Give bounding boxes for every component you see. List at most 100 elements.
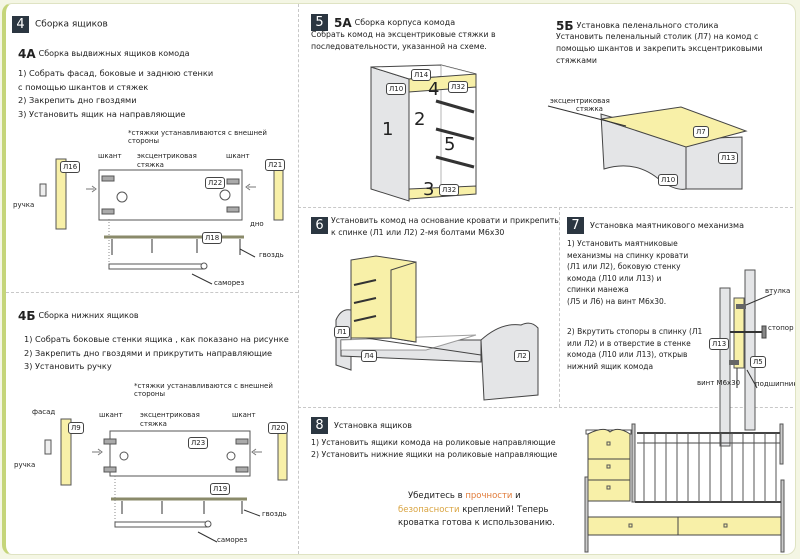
footnote: *стяжки устанавливаются с внешней сторон… [128, 129, 267, 145]
part-label: Л14 [411, 69, 432, 81]
label-dowel: шкант [232, 411, 256, 419]
step-badge: 4 [12, 16, 29, 33]
part-label: Л16 [60, 161, 81, 173]
text-line: (Л5 и Л6) на винт М6х30. [567, 296, 667, 306]
step-text: 3) Установить ручку [24, 361, 112, 371]
label-cam: эксцентриковая [140, 411, 200, 419]
text-line: или Л2) и в отверстие в стенке [567, 338, 691, 348]
part-label: Л4 [361, 350, 377, 362]
part-label: Л21 [265, 159, 286, 171]
text-fragment: Убедитесь в [408, 491, 466, 501]
part-label: Л18 [202, 232, 223, 244]
section-6: 6 Установить комод на основание кровати … [306, 210, 559, 406]
text-line: стяжками [556, 56, 597, 65]
label-handle: ручка [14, 461, 36, 469]
text-line: механизмы на спинку кровати [567, 250, 689, 260]
changing-table-diagram [547, 105, 748, 190]
text-line: комода (Л10 или Л13), открыв [567, 350, 688, 359]
step-badge: 6 [311, 217, 328, 234]
label-bottom: дно [250, 220, 264, 228]
section-8: 8 Установка ящиков 1) Установить ящики ко… [306, 410, 566, 554]
instruction-text: Собрать комод на эксцентриковые стяжки в… [311, 29, 496, 53]
subsection-title: Сборка корпуса комода [354, 18, 456, 27]
subsection-title: Сборка нижних ящиков [38, 311, 139, 320]
final-note: Убедитесь в прочности и безопасности кре… [398, 490, 555, 531]
subsection-number: 5Б [556, 19, 574, 33]
label-dowel: шкант [226, 152, 250, 160]
part-label: Л20 [268, 422, 289, 434]
pendulum-mechanism-diagram [719, 269, 773, 447]
text-line: помощью шкантов и закрепить эксцентриков… [556, 44, 763, 53]
part-label: Л19 [210, 483, 231, 495]
part-label: Л1 [334, 326, 350, 338]
highlight-safety: безопасности [398, 504, 460, 515]
step-badge: 5 [311, 14, 328, 31]
step-text: с помощью шкантов и стяжек [18, 81, 149, 92]
subsection-number: 4А [18, 47, 36, 61]
text-fragment: креплений! Теперь [459, 504, 549, 515]
part-label: Л13 [709, 338, 730, 350]
label-dowel: шкант [99, 411, 123, 419]
dresser-carcass-diagram [370, 64, 477, 202]
section-divider [298, 207, 795, 208]
column-divider [298, 4, 299, 554]
label-cam: эксцентриковая [137, 152, 197, 160]
section-6-header: 6 [311, 215, 334, 234]
steps-list: 1) Собрать фасад, боковые и заднюю стенк… [18, 67, 213, 121]
text-line: комода (Л10 или Л13) и [567, 273, 662, 283]
footnote: *стяжки устанавливаются с внешней сторон… [134, 382, 273, 398]
part-label: Л13 [718, 152, 739, 164]
text-line: к спинке (Л1 или Л2) 2-мя болтами М6х30 [331, 228, 505, 237]
label-bushing: втулка [765, 287, 791, 295]
text-line: спинки манежа [567, 285, 629, 294]
assembly-step-1: 1 [382, 119, 394, 140]
text-fragment: и [512, 491, 521, 501]
section-title: Сборка ящиков [35, 19, 108, 30]
step-text: 2) Закрепить дно гвоздями [18, 95, 137, 105]
lower-drawer-assembly-diagram [44, 418, 288, 543]
section-title: Установка ящиков [334, 421, 412, 430]
subsection-number: 5А [334, 16, 352, 30]
label-handle: ручка [13, 201, 35, 209]
step-text: 1) Установить ящики комода на роликовые … [311, 438, 556, 447]
part-label: Л22 [205, 177, 226, 189]
section-divider [298, 407, 795, 408]
label-nail: гвоздь [259, 251, 284, 259]
part-label: Л10 [658, 174, 679, 186]
text-line: Установить пеленальный столик (Л7) на ко… [556, 32, 759, 41]
part-label: Л32 [439, 184, 460, 196]
text-line: Собрать комод на эксцентриковые стяжки в [311, 30, 496, 39]
step-text: 2) Установить нижние ящики на роликовые … [311, 450, 558, 459]
step-1-text: 1) Установить маятниковые механизмы на с… [567, 238, 688, 307]
label-screw: винт М6х30 [697, 379, 741, 387]
label-screw: саморез [217, 536, 248, 544]
label-cam: эксцентриковая [550, 97, 610, 105]
step-2-text: 2) Вкрутить стопоры в спинку (Л1 или Л2)… [567, 326, 702, 372]
part-label: Л10 [386, 83, 407, 95]
step-text: 1) Собрать боковые стенки ящика , как по… [24, 334, 289, 344]
label-facade: фасад [32, 408, 56, 416]
text-line: Установить комод на основание кровати и … [331, 216, 559, 225]
instruction-text: Установить комод на основание кровати и … [331, 215, 559, 239]
step-text: 3) Установить ящик на направляющие [18, 108, 186, 119]
label-nail: гвоздь [262, 510, 287, 518]
highlight-strength: прочности [465, 491, 513, 501]
steps-list: 1) Установить ящики комода на роликовые … [311, 437, 557, 461]
assembly-step-5: 5 [444, 134, 456, 155]
label-bearing: подшипник [755, 380, 796, 388]
section-divider [559, 207, 560, 407]
label-cam: стяжка [140, 420, 167, 428]
step-badge: 8 [311, 417, 328, 434]
label-dowel: шкант [98, 152, 122, 160]
part-label: Л23 [188, 437, 209, 449]
